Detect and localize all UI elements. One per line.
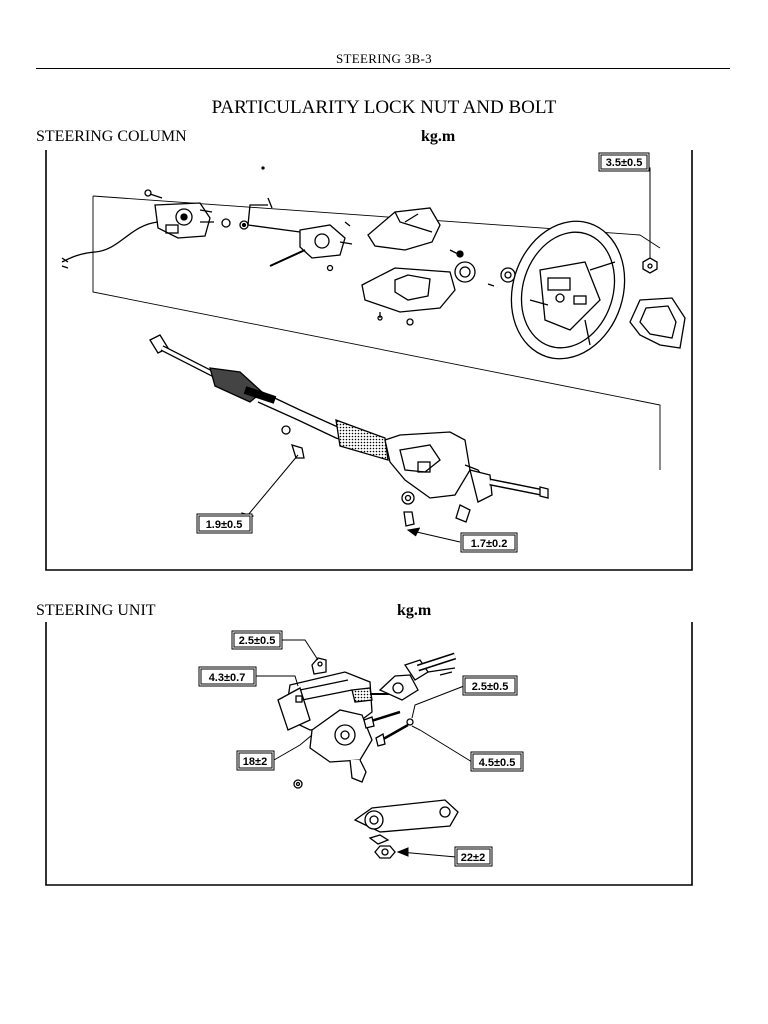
torque-box-4-5 <box>470 751 524 772</box>
steering-column-unit: kg.m <box>421 128 456 145</box>
torque-label-4-5: 4.5±0.5 <box>479 757 516 769</box>
torque-box-18 <box>236 750 275 771</box>
horn-contact-part <box>449 249 516 287</box>
horn-pad-part <box>629 297 686 349</box>
torque-box-22 <box>454 846 493 867</box>
steering-unit-figure <box>45 622 693 886</box>
torque-box-2-5-right <box>462 675 518 696</box>
torque-label-1-9: 1.9±0.5 <box>206 519 243 531</box>
lower-column-cover-part <box>361 267 456 326</box>
upper-column-cover-part <box>367 207 441 251</box>
torque-label-4-3: 4.3±0.7 <box>209 672 246 684</box>
torque-box-1-7 <box>460 532 518 553</box>
torque-label-2-5-top: 2.5±0.5 <box>239 635 276 647</box>
steering-unit-unit: kg.m <box>397 602 432 619</box>
page-title: PARTICULARITY LOCK NUT AND BOLT <box>211 97 557 118</box>
combination-switch-part <box>247 197 353 272</box>
steering-wheel-part <box>510 220 626 360</box>
gear-box-part <box>277 657 390 789</box>
torque-label-1-7: 1.7±0.2 <box>471 538 508 550</box>
ignition-switch-part <box>61 189 249 269</box>
torque-label-2-5-right: 2.5±0.5 <box>472 681 509 693</box>
torque-box-1-9 <box>196 513 253 534</box>
torque-label-18: 18±2 <box>243 756 267 768</box>
pitman-arm-part <box>353 799 459 859</box>
pinch-bolts-part <box>363 710 414 747</box>
steering-unit-heading: STEERING UNIT <box>36 602 156 619</box>
torque-label-22: 22±2 <box>461 852 485 864</box>
torque-box-3-5 <box>598 152 650 172</box>
intermediate-shaft-part <box>378 652 457 701</box>
steering-column-figure <box>45 150 693 571</box>
steering-column-shaft-part <box>149 334 549 527</box>
steering-column-heading: STEERING COLUMN <box>36 128 187 145</box>
unit-leader-lines <box>256 639 473 858</box>
torque-box-2-5-top <box>231 630 283 650</box>
running-header: STEERING 3B-3 <box>336 51 432 66</box>
wheel-nut-part <box>642 257 658 274</box>
header-rule <box>36 68 730 69</box>
column-figure-frame <box>45 150 693 571</box>
unit-figure-frame <box>45 622 693 886</box>
torque-box-4-3 <box>198 666 257 687</box>
torque-label-3-5: 3.5±0.5 <box>606 157 643 169</box>
leader-1-9 <box>247 454 299 516</box>
